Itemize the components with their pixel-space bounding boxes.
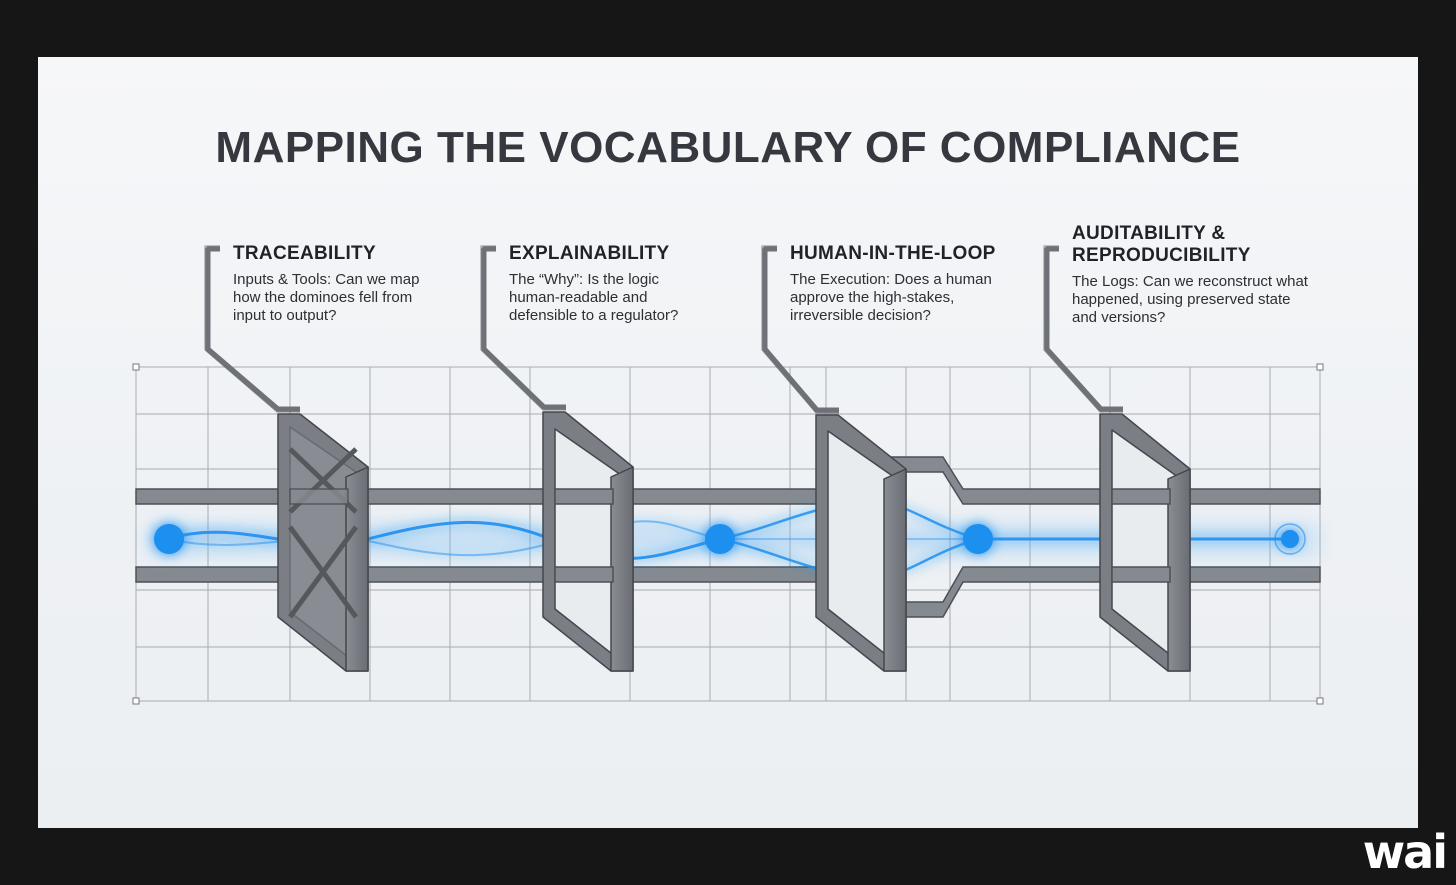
- pipeline-diagram: [132, 245, 1324, 705]
- flow-nodes: [154, 523, 1306, 555]
- stage-heading: HUMAN-IN-THE-LOOP: [790, 243, 996, 264]
- gate-2: [542, 411, 634, 672]
- stage-explainability: EXPLAINABILITY The “Why”: Is the logic h…: [509, 243, 769, 325]
- stage-description: The Logs: Can we reconstruct what happen…: [1072, 273, 1308, 326]
- stage-auditability: AUDITABILITY & REPRODUCIBILITY The Logs:…: [1072, 223, 1332, 327]
- page-title: MAPPING THE VOCABULARY OF COMPLIANCE: [215, 123, 1241, 172]
- gate-1: [277, 413, 369, 672]
- brand-logo: wai: [1362, 825, 1448, 879]
- callout-connectors: [205, 246, 1123, 413]
- slide: MAPPING THE VOCABULARY OF COMPLIANCE: [38, 57, 1418, 828]
- node-dot: [1281, 530, 1299, 548]
- node-dot: [154, 524, 184, 554]
- stage-heading: EXPLAINABILITY: [509, 243, 670, 264]
- gate-4: [1099, 413, 1191, 672]
- stage-description: Inputs & Tools: Can we map how the domin…: [233, 271, 420, 324]
- node-dot: [705, 524, 735, 554]
- stage-traceability: TRACEABILITY Inputs & Tools: Can we map …: [233, 243, 493, 325]
- node-dot: [963, 524, 993, 554]
- gate-3: [815, 414, 907, 672]
- stage-human-in-the-loop: HUMAN-IN-THE-LOOP The Execution: Does a …: [790, 243, 1050, 325]
- stage-heading: TRACEABILITY: [233, 243, 376, 264]
- grid-corner-markers: [132, 363, 1324, 705]
- node-dot: [1274, 523, 1306, 555]
- stage-description: The “Why”: Is the logic human-readable a…: [509, 271, 679, 324]
- stage-heading: AUDITABILITY & REPRODUCIBILITY: [1072, 223, 1251, 266]
- callout-connectors-outline: [204, 245, 1123, 414]
- stage-description: The Execution: Does a human approve the …: [790, 271, 992, 324]
- pipe-rails-front: [289, 488, 1171, 583]
